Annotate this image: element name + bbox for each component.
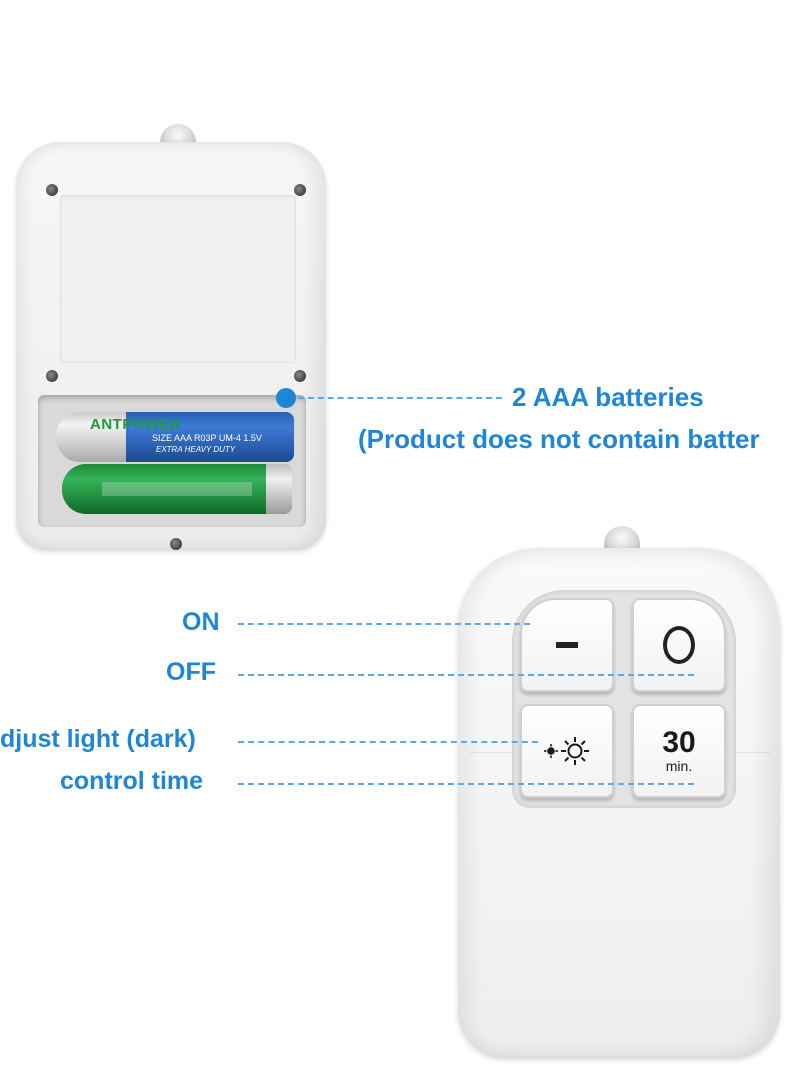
battery-callout-dot	[276, 388, 296, 408]
battery-callout-line	[298, 397, 502, 399]
time-leader-line	[238, 783, 694, 785]
battery-spec: SIZE AAA R03P UM-4 1.5V	[152, 433, 262, 443]
battery-aaa-blue: ANTPOWER SIZE AAA R03P UM-4 1.5V EXTRA H…	[56, 412, 294, 462]
sun-dim-icon	[544, 737, 589, 765]
circle-icon	[663, 626, 695, 664]
off-label: OFF	[166, 658, 216, 686]
timer-unit: min.	[665, 758, 693, 774]
screw-top-left	[46, 184, 58, 196]
battery-aaa-green	[62, 464, 292, 514]
screw-mid-left	[46, 370, 58, 382]
battery-callout-note: (Product does not contain batter	[358, 424, 760, 454]
battery-callout-title: 2 AAA batteries	[512, 382, 704, 412]
dim-leader-line	[238, 741, 538, 743]
remote-back-panel	[60, 195, 296, 363]
minus-icon	[556, 642, 578, 648]
timer-button[interactable]: 30 min.	[632, 704, 726, 798]
screw-mid-right	[294, 370, 306, 382]
off-button[interactable]	[632, 598, 726, 692]
dim-label: djust light (dark)	[0, 725, 196, 753]
on-label: ON	[182, 608, 220, 636]
sensor-led-bottom	[604, 526, 640, 552]
screw-bottom	[170, 538, 182, 550]
time-label: control time	[60, 767, 204, 795]
off-leader-line	[238, 674, 694, 676]
timer-number: 30	[662, 726, 696, 759]
dim-button[interactable]	[520, 704, 614, 798]
battery-duty: EXTRA HEAVY DUTY	[156, 445, 236, 454]
battery-brand: ANTPOWER	[90, 416, 182, 433]
on-leader-line	[238, 623, 530, 625]
on-button[interactable]	[520, 598, 614, 692]
sun-bright-icon	[561, 737, 589, 765]
screw-top-right	[294, 184, 306, 196]
